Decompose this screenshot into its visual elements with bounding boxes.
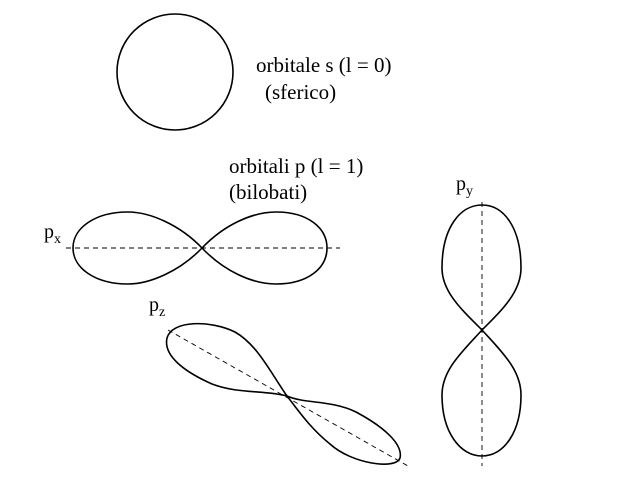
s-orbital-sphere [116,13,234,131]
px-right-lobe [200,211,328,285]
px-orbital: px [44,211,340,285]
pz-upper-lobe [165,322,289,398]
py-label: py [456,173,473,199]
p-orbitals-shape-label: (bilobati) [229,180,307,204]
p-orbitals-label: orbitali p (l = 1) [229,154,363,178]
s-orbital-label: orbitale s (l = 0) [256,53,391,77]
pz-label: pz [149,294,165,320]
pz-lower-lobe [286,395,402,465]
py-bottom-lobe [441,328,522,457]
pz-orbital: pz [149,294,409,467]
px-left-lobe [72,211,204,285]
py-orbital: py [441,173,522,466]
py-top-lobe [441,204,522,332]
s-orbital-shape-label: (sferico) [265,80,336,104]
px-label: px [44,221,61,247]
